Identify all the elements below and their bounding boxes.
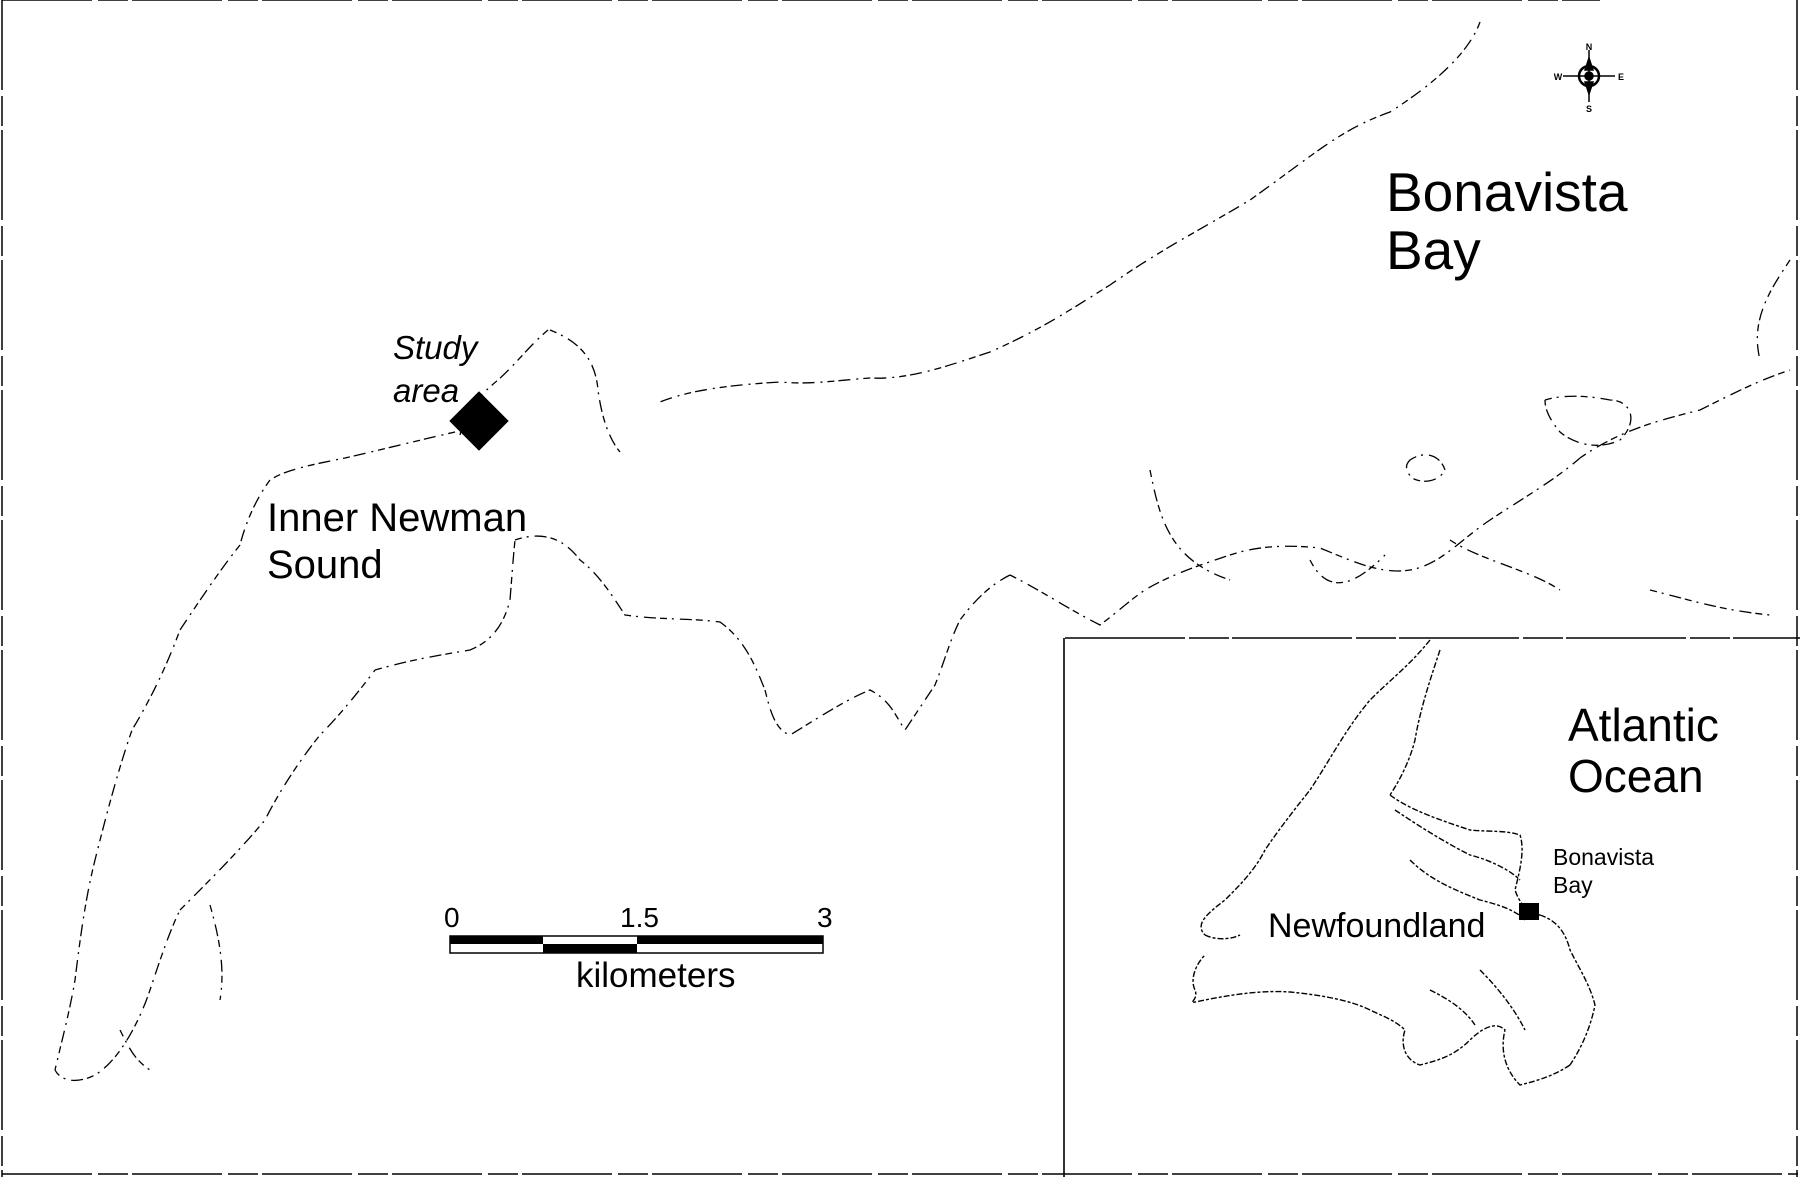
compass-s: S [1586, 104, 1592, 114]
newfoundland-outline [1191, 639, 1596, 1086]
scale-tick-0: 0 [444, 902, 460, 933]
atlantic-ocean-label: Atlantic Ocean [1568, 699, 1719, 802]
scale-tick-3: 3 [817, 902, 833, 933]
newfoundland-label: Newfoundland [1268, 907, 1486, 945]
scale-units-label: kilometers [576, 956, 736, 995]
north-arrow: N S W E [1554, 42, 1624, 114]
scale-bar-segment-2 [543, 944, 637, 953]
inset-location-marker [1519, 903, 1539, 920]
study-area-label: Study area [393, 329, 478, 409]
compass-e: E [1618, 72, 1624, 82]
coastline [54, 21, 1791, 1082]
inner-newman-sound-label: Inner Newman Sound [267, 496, 528, 587]
inset-bonavista-bay-label: Bonavista Bay [1553, 844, 1655, 898]
study-area-marker [449, 391, 509, 451]
inset-frame [1063, 637, 1800, 1177]
bonavista-bay-label: Bonavista Bay [1386, 161, 1628, 281]
scale-bar-segment-3 [637, 936, 823, 944]
scale-bar-segment-1 [450, 936, 543, 944]
compass-w: W [1554, 72, 1563, 82]
compass-n: N [1586, 42, 1593, 52]
scale-bar [449, 935, 824, 954]
scale-tick-1-5: 1.5 [620, 902, 659, 933]
